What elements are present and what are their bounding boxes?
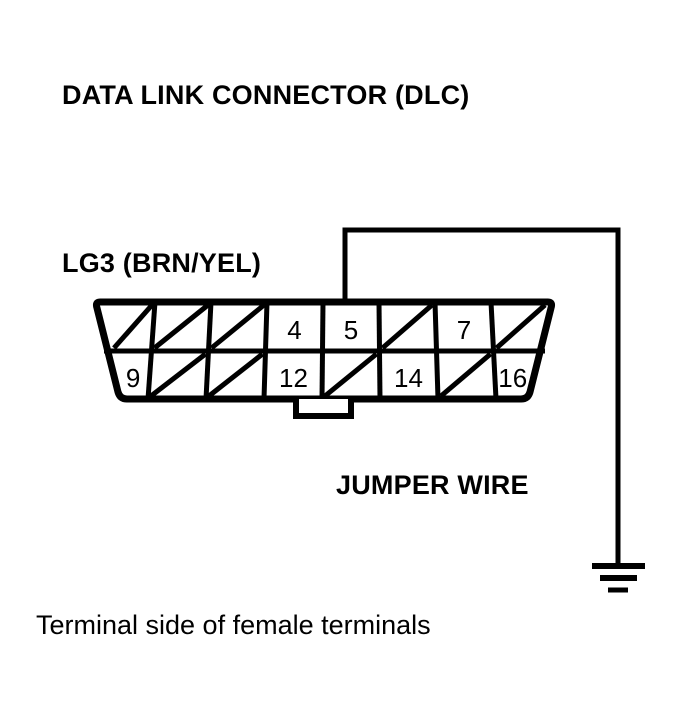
pin-number-7: 7 [457, 315, 471, 345]
cell-divider [432, 301, 441, 400]
blank-pin-slash [494, 303, 547, 350]
ground-icon [592, 563, 645, 593]
cell-divider [203, 301, 214, 400]
pin-number-labels: 4 5 7 9 12 14 16 [126, 315, 527, 393]
wire-label-lg3: LG3 (BRN/YEL) [62, 248, 261, 278]
pin-number-14: 14 [394, 363, 423, 393]
blank-pin-slash [152, 303, 210, 350]
pin-number-9: 9 [126, 363, 140, 393]
pin-number-4: 4 [287, 315, 301, 345]
blank-pin-slash [323, 352, 379, 398]
blank-cell-slashes [112, 303, 547, 398]
blank-pin-slash [207, 352, 265, 398]
cell-divider [319, 301, 326, 400]
jumper-wire-label: JUMPER WIRE [336, 470, 529, 500]
pin-number-16: 16 [498, 363, 527, 393]
cell-divider [376, 301, 383, 400]
jumper-wire-line [342, 227, 621, 566]
blank-pin-slash [149, 352, 208, 398]
jumper-wire-path [342, 227, 621, 566]
pin-number-5: 5 [344, 315, 358, 345]
cell-divider [145, 301, 158, 400]
blank-pin-slash [209, 303, 266, 350]
keying-tab-outline [293, 399, 354, 419]
cell-dividers [145, 301, 499, 400]
blank-pin-slash [112, 303, 154, 350]
cell-divider [261, 301, 270, 400]
connector-keying-tab [293, 399, 354, 419]
figure-caption: Terminal side of female terminals [36, 610, 431, 640]
blank-pin-slash [380, 303, 434, 350]
pin-number-12: 12 [279, 363, 308, 393]
page-title: DATA LINK CONNECTOR (DLC) [62, 80, 469, 110]
blank-pin-slash [439, 352, 493, 398]
cell-divider [488, 301, 499, 400]
